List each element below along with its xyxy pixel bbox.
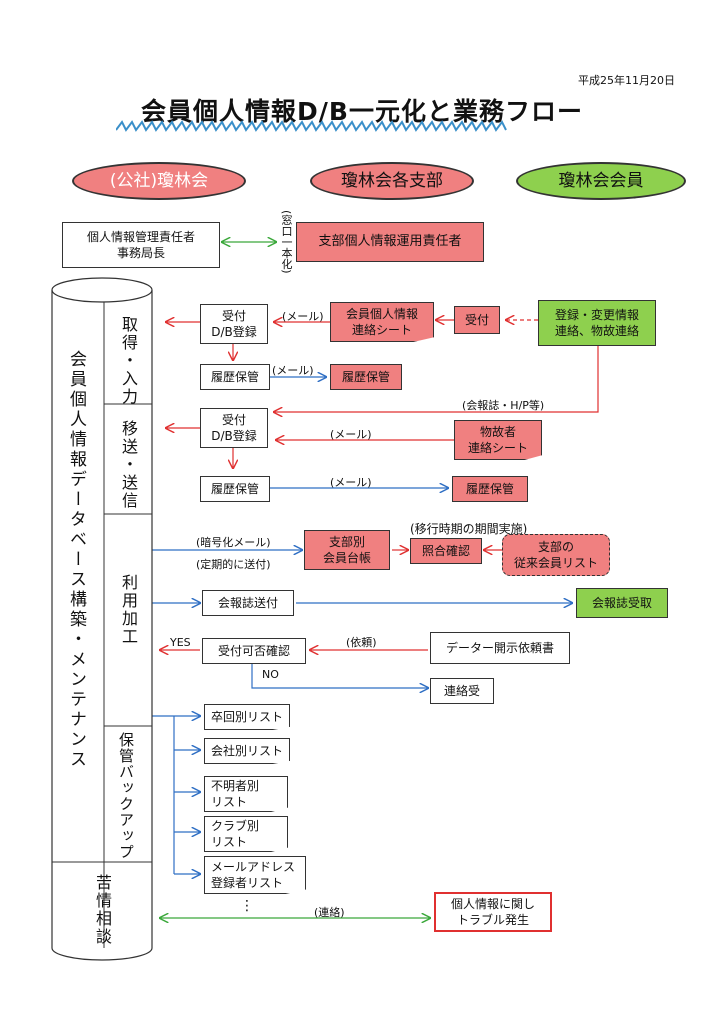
acceptance-check-box: 受付可否確認 bbox=[202, 638, 306, 664]
list-club-box: クラブ別 リスト bbox=[204, 816, 288, 852]
section-complaints: 苦情相談 bbox=[93, 874, 112, 946]
trouble-box: 個人情報に関し トラブル発生 bbox=[434, 892, 552, 932]
section-acquire: 取得・入力 bbox=[119, 316, 138, 406]
yes-label: YES bbox=[170, 636, 191, 649]
deceased-sheet-box: 物故者 連絡シート bbox=[454, 420, 542, 460]
mail-label-2: (メール) bbox=[272, 364, 314, 377]
request-label: (依頼) bbox=[346, 636, 377, 649]
mail-label-3: (メール) bbox=[330, 428, 372, 441]
history-box-1b: 履歴保管 bbox=[330, 364, 402, 390]
mail-label-1: (メール) bbox=[282, 310, 324, 323]
cylinder-main-label: 会員個人情報データベース構築・メンテナンス bbox=[66, 350, 86, 770]
receive-db-box-1: 受付 D/B登録 bbox=[200, 304, 268, 344]
disclosure-request-box: データー開示依頼書 bbox=[430, 632, 570, 664]
manager-box: 個人情報管理責任者 事務局長 bbox=[62, 222, 220, 268]
section-use: 利用加工 bbox=[119, 574, 138, 646]
list-email-box: メールアドレス 登録者リスト bbox=[204, 856, 306, 894]
more-dots: ⋮ bbox=[240, 898, 254, 914]
list-company-box: 会社別リスト bbox=[204, 738, 290, 764]
branch-manager-box: 支部個人情報運用責任者 bbox=[296, 222, 484, 262]
member-sheet-box: 会員個人情報 連絡シート bbox=[330, 302, 434, 342]
register-change-box: 登録・変更情報 連絡、物故連絡 bbox=[538, 300, 656, 346]
date-label: 平成25年11月20日 bbox=[578, 74, 675, 87]
section-storage: 保管バックアップ bbox=[117, 732, 135, 860]
branch-ledger-box: 支部別 会員台帳 bbox=[304, 530, 390, 570]
receive-small-box: 受付 bbox=[454, 306, 500, 334]
title-underline bbox=[116, 120, 507, 132]
receive-db-box-2: 受付 D/B登録 bbox=[200, 408, 268, 448]
collation-box: 照合確認 bbox=[410, 538, 482, 564]
mail-label-4: (メール) bbox=[330, 476, 372, 489]
history-box-1: 履歴保管 bbox=[200, 364, 270, 390]
transition-label: (移行時期の期間実施) bbox=[410, 522, 528, 536]
contact-receive-box: 連絡受 bbox=[430, 678, 494, 704]
branch-list-box: 支部の 従来会員リスト bbox=[502, 534, 610, 576]
history-box-2b: 履歴保管 bbox=[452, 476, 528, 502]
encrypted-mail-label: (暗号化メール) bbox=[196, 536, 271, 549]
history-box-2: 履歴保管 bbox=[200, 476, 270, 502]
org-header: (公社)瓊林会 bbox=[72, 162, 246, 200]
no-label: NO bbox=[262, 668, 279, 681]
list-grad-box: 卒回別リスト bbox=[204, 704, 290, 730]
members-header: 瓊林会会員 bbox=[516, 162, 686, 200]
magazine-receive-box: 会報誌受取 bbox=[576, 588, 668, 618]
branches-header: 瓊林会各支部 bbox=[310, 162, 474, 200]
magazine-send-box: 会報誌送付 bbox=[202, 590, 294, 616]
list-unknown-box: 不明者別 リスト bbox=[204, 776, 288, 812]
magazine-hp-label: (会報誌・H/P等) bbox=[462, 399, 545, 412]
section-transfer: 移送・送信 bbox=[119, 420, 138, 510]
periodic-label: (定期的に送付) bbox=[196, 558, 271, 571]
contact-label: (連絡) bbox=[314, 906, 345, 919]
window-label: (窓口一本化) bbox=[280, 210, 293, 274]
